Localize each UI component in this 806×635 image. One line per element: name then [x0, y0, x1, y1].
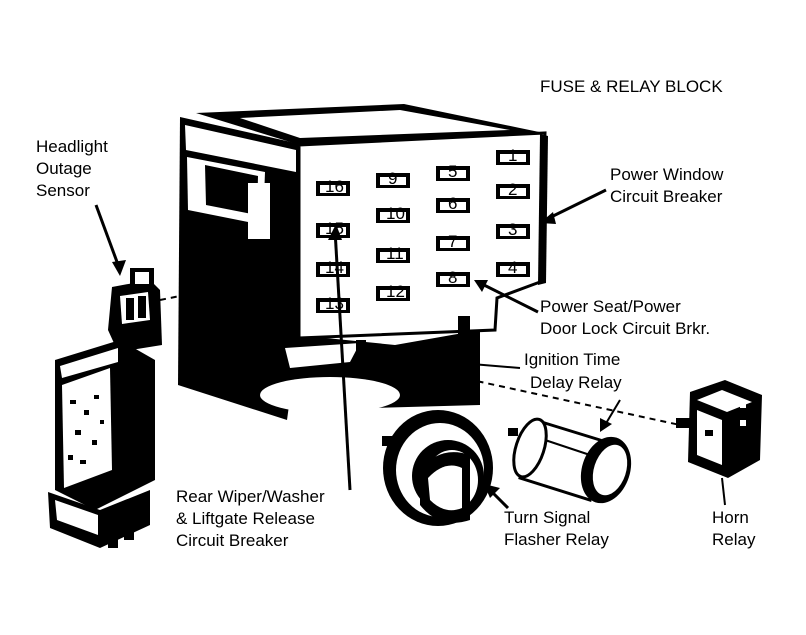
fuse-number: 10	[386, 204, 405, 223]
label-line: Outage	[36, 159, 92, 178]
label-line: Delay Relay	[530, 373, 622, 392]
fuse-grid	[316, 150, 530, 313]
diagram-title: FUSE & RELAY BLOCK	[540, 77, 723, 96]
fuse-number: 2	[508, 180, 517, 199]
fuse-cell	[376, 248, 410, 263]
ignition-time-delay-relay	[508, 417, 632, 504]
fuse-number: 4	[508, 258, 517, 277]
fuse-cell	[496, 262, 530, 277]
fuse-cell	[376, 286, 410, 301]
fuse-number: 14	[325, 258, 344, 277]
fuse-number: 3	[508, 220, 517, 239]
fuse-block	[178, 104, 548, 420]
fuse-number: 9	[388, 169, 397, 188]
label-power-seat-door-lock-circuit-breaker: Power Seat/Power Door Lock Circuit Brkr.	[540, 297, 710, 338]
headlight-outage-sensor	[48, 268, 162, 548]
fuse-numbers: 16 9 5 1 15 10 6 2 14 11 7 3 13 12 8 4	[325, 146, 517, 313]
label-headlight-outage-sensor: Headlight Outage Sensor	[36, 137, 108, 200]
label-line: Flasher Relay	[504, 530, 609, 549]
fuse-number: 16	[325, 177, 344, 196]
arrowheads	[112, 212, 612, 498]
label-line: Horn	[712, 508, 749, 527]
fuse-number: 1	[508, 146, 517, 165]
fuse-cell	[496, 224, 530, 239]
fuse-cell	[496, 184, 530, 199]
label-power-window-circuit-breaker: Power Window Circuit Breaker	[610, 165, 724, 206]
label-line: Ignition Time	[524, 350, 620, 369]
label-line: Circuit Breaker	[176, 531, 289, 550]
turn-signal-flasher-relay	[382, 410, 493, 526]
fuse-number: 12	[386, 282, 405, 301]
label-ignition-time-delay-relay: Ignition Time Delay Relay	[524, 350, 622, 392]
horn-relay	[676, 380, 762, 478]
fuse-cell	[436, 198, 470, 213]
fuse-cell	[436, 166, 470, 181]
label-line: Power Seat/Power	[540, 297, 681, 316]
leader-lines	[94, 188, 726, 510]
label-line: Door Lock Circuit Brkr.	[540, 319, 710, 338]
label-line: Power Window	[610, 165, 724, 184]
fuse-cell	[376, 173, 410, 188]
label-line: Rear Wiper/Washer	[176, 487, 325, 506]
label-line: Turn Signal	[504, 508, 590, 527]
fuse-number: 11	[386, 244, 404, 263]
fuse-cell	[436, 236, 470, 251]
fuse-cell	[436, 272, 470, 287]
fuse-number: 8	[448, 268, 457, 287]
label-rear-wiper-washer-circuit-breaker: Rear Wiper/Washer & Liftgate Release Cir…	[176, 487, 325, 550]
fuse-number: 7	[448, 232, 457, 251]
fuse-cell	[316, 298, 350, 313]
fuse-cell	[496, 150, 530, 165]
label-line: Sensor	[36, 181, 90, 200]
label-turn-signal-flasher-relay: Turn Signal Flasher Relay	[504, 508, 609, 549]
label-line: & Liftgate Release	[176, 509, 315, 528]
label-horn-relay: Horn Relay	[712, 508, 756, 549]
fuse-number: 6	[448, 194, 457, 213]
fuse-cell	[316, 181, 350, 196]
fuse-cell	[376, 208, 410, 223]
fuse-number: 5	[448, 162, 457, 181]
label-line: Circuit Breaker	[610, 187, 723, 206]
fuse-cell	[316, 262, 350, 277]
label-line: Relay	[712, 530, 756, 549]
label-line: Headlight	[36, 137, 108, 156]
